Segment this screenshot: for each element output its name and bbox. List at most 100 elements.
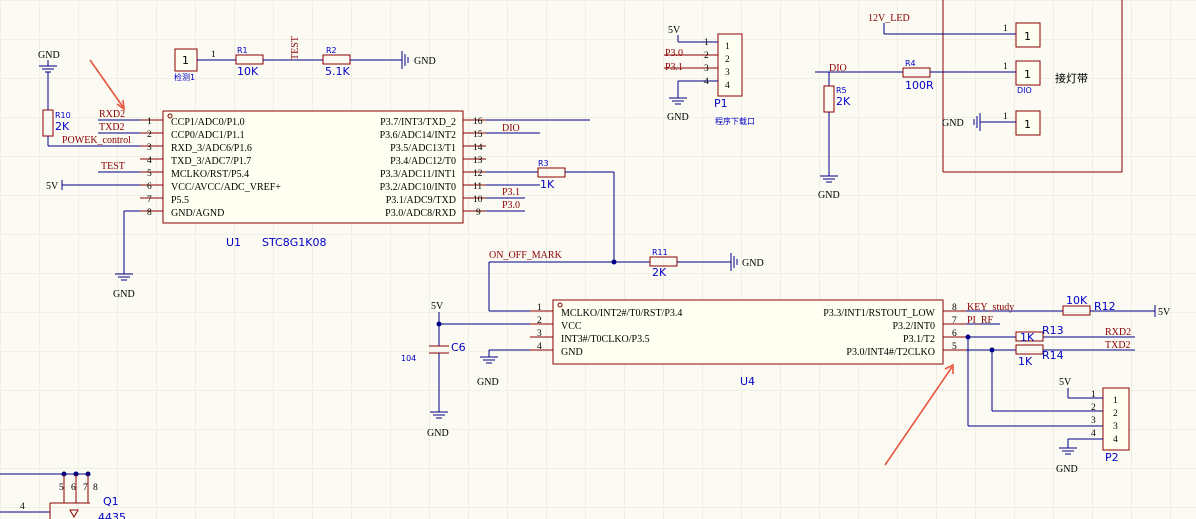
u1-pin-6-name: VCC/AVCC/ADC_VREF+ <box>171 182 281 193</box>
r3-value: 1K <box>540 178 555 191</box>
net-txd2: TXD2 <box>99 122 125 133</box>
u1-pin-7-num: 7 <box>147 195 152 205</box>
resistor-r10[interactable]: R10 2K <box>42 109 140 147</box>
p1-net-p31: P3.1 <box>665 62 683 73</box>
r10-value: 2K <box>55 120 70 133</box>
net-rxd2-u4: RXD2 <box>1105 327 1131 338</box>
gnd-label-r5: GND <box>818 190 840 201</box>
r2-ref: R2 <box>326 46 337 55</box>
r5-ref: R5 <box>836 86 847 95</box>
p1-wire-pin-1: 1 <box>704 38 709 48</box>
r5-value: 2K <box>836 95 851 108</box>
p1-wire-pin-4: 4 <box>704 77 709 87</box>
u4-power-nets: 5V GND C6 104 GND <box>401 301 530 439</box>
q1-pin-4: 4 <box>20 502 25 512</box>
p2-wire-pin-1: 1 <box>1091 390 1096 400</box>
p2-wire-pin-4: 4 <box>1091 429 1096 439</box>
u1-pin-8-name: GND/AGND <box>171 208 224 219</box>
u1-pin-7-name: P5.5 <box>171 195 189 206</box>
gnd-symbol-r2: GND <box>350 51 436 69</box>
u1-pin-1-name: CCP1/ADC0/P1.0 <box>171 117 245 128</box>
net-5v-u1: 5V <box>46 181 59 192</box>
connector-p1[interactable]: 5V P3.0 P3.1 GND 1 2 3 4 1 2 3 4 P1 程序下载… <box>664 25 755 126</box>
p1-net-p30: P3.0 <box>665 48 683 59</box>
u1-pin-1-num: 1 <box>147 117 152 127</box>
r11-value: 2K <box>652 266 667 279</box>
p2-ref: P2 <box>1105 451 1119 464</box>
connector-p2[interactable]: 5V GND 1 2 3 4 1 2 3 4 P2 <box>1056 377 1130 475</box>
net-powek-control: POWEK_control <box>62 135 131 146</box>
u1-right-nets: DIO P3.1 P3.0 R3 1K <box>486 119 615 262</box>
u1-pin-4-num: 4 <box>147 156 152 166</box>
r11-ref: R11 <box>652 248 668 257</box>
u4-pin-3-name: INT3#/T0CLKO/P3.5 <box>561 334 650 345</box>
u1-pin-15-num: 15 <box>473 130 483 140</box>
r12-value: 10K <box>1066 294 1088 307</box>
u1-pin-12-name: P3.3/ADC11/INT1 <box>380 169 456 180</box>
net-test: TEST <box>101 161 125 172</box>
u1-pin-5-name: MCLKO/RST/P5.4 <box>171 169 249 180</box>
u1-pin-9-num: 9 <box>476 208 481 218</box>
u4-pin-2-name: VCC <box>561 321 582 332</box>
r13-ref: R13 <box>1042 324 1064 337</box>
net-12v-led: 12V_LED <box>868 13 910 24</box>
q1-num-6: 6 <box>71 483 76 493</box>
ic-u4[interactable]: U4 1 2 3 4 MCLKO/INT2#/T0/RST/P3.4 VCC I… <box>530 299 966 388</box>
p2-pin-3: 3 <box>1113 422 1118 432</box>
u4-pin-3-num: 3 <box>537 329 542 339</box>
gnd-label-r11: GND <box>742 258 764 269</box>
u4-pin-6-name: P3.1/T2 <box>903 334 935 345</box>
p2-pin-1: 1 <box>1113 396 1118 406</box>
u1-pin-11-name: P3.2/ADC10/INT0 <box>380 182 456 193</box>
q1-num-5: 5 <box>59 483 64 493</box>
u4-pin-2-num: 2 <box>537 316 542 326</box>
r2-value: 5.1K <box>325 65 350 78</box>
u4-pin-1-name: MCLKO/INT2#/T0/RST/P3.4 <box>561 308 682 319</box>
mosfet-q1[interactable]: 5 6 7 8 4 Q1 4435 <box>0 471 126 519</box>
u4-pin-8-num: 8 <box>952 303 957 313</box>
u1-pin-14-name: P3.5/ADC13/T1 <box>390 143 456 154</box>
strip-pin-2: 1 <box>1024 68 1031 81</box>
strip-pin-1: 1 <box>1024 30 1031 43</box>
dio-network[interactable]: DIO R4 100R R5 2K GND <box>815 59 1016 201</box>
net-rxd2: RXD2 <box>99 109 125 120</box>
net-p31-u1: P3.1 <box>502 187 520 198</box>
probe-connector[interactable]: 1 检测1 1 <box>174 48 236 82</box>
r13-value: 1K <box>1020 331 1035 344</box>
u4-pin-5-name: P3.0/INT4#/T2CLKO <box>846 347 935 358</box>
net-pi-rf: PI_RF <box>967 315 994 326</box>
p1-wire-pin-3: 3 <box>704 64 709 74</box>
p2-wire-pin-2: 2 <box>1091 403 1096 413</box>
r1-ref: R1 <box>237 46 248 55</box>
q1-num-8: 8 <box>93 483 98 493</box>
u4-pin-1-num: 1 <box>537 303 542 313</box>
q1-ref: Q1 <box>103 495 119 508</box>
u1-pin-2-name: CCP0/ADC1/P1.1 <box>171 130 245 141</box>
ic-u1[interactable]: U1 STC8G1K08 1 2 3 4 5 6 7 <box>140 110 486 249</box>
probe-label: 检测1 <box>174 72 195 82</box>
u4-pin-8-name: P3.3/INT1/RSTOUT_LOW <box>823 308 935 319</box>
led-strip-section[interactable]: 12V_LED 1 1 1 1 DIO 1 1 接灯带 GND <box>868 0 1123 173</box>
r14-ref: R14 <box>1042 349 1064 362</box>
net-on-off-mark: ON_OFF_MARK R11 2K GND <box>488 248 764 312</box>
p1-pin-2: 2 <box>725 55 730 65</box>
r1-value: 10K <box>237 65 259 78</box>
u4-pin-6-num: 6 <box>952 329 957 339</box>
p1-pin-4: 4 <box>725 81 730 91</box>
probe-wire-pin: 1 <box>211 50 216 60</box>
u4-right-nets: KEY_study 10K R12 5V PI_RF R13 1K RXD2 R… <box>965 294 1171 427</box>
u1-pin-12-num: 12 <box>473 169 483 179</box>
p2-wire-pin-3: 3 <box>1091 416 1096 426</box>
r4-ref: R4 <box>905 59 916 68</box>
strip-wire-pin-3: 1 <box>1003 112 1008 122</box>
p1-pin-1: 1 <box>725 42 730 52</box>
u4-pin-5-num: 5 <box>952 342 957 352</box>
u1-pin-4-name: TXD_3/ADC7/P1.7 <box>171 156 251 167</box>
u1-pin-8-num: 8 <box>147 208 152 218</box>
c6-value: 104 <box>401 354 416 363</box>
u1-pin-16-num: 16 <box>473 117 483 127</box>
u4-designator: U4 <box>740 375 755 388</box>
u1-pin-15-name: P3.6/ADC14/INT2 <box>380 130 456 141</box>
